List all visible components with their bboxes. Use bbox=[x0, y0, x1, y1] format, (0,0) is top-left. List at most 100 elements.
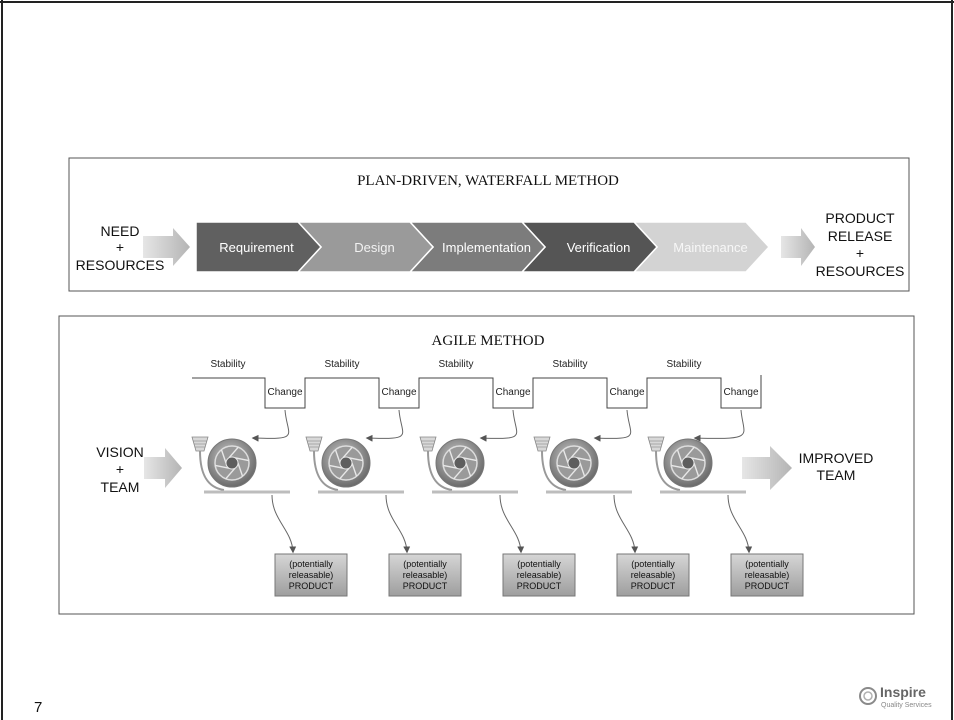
inspire-logo-icon-inner bbox=[863, 691, 873, 701]
cycle-blade bbox=[570, 446, 581, 459]
change-label: Change bbox=[723, 387, 758, 398]
waterfall-step-label: Design bbox=[354, 240, 394, 255]
cycle-blade bbox=[334, 449, 341, 464]
change-arrow bbox=[479, 409, 518, 442]
agile-title: AGILE METHOD bbox=[432, 333, 545, 349]
cycle-hub bbox=[681, 456, 695, 470]
agile-input-arrow bbox=[144, 448, 182, 488]
stability-label: Stability bbox=[552, 359, 587, 370]
product-arrow bbox=[613, 494, 639, 554]
stability-label: Stability bbox=[666, 359, 701, 370]
cycle-blade bbox=[228, 446, 239, 459]
cycle-blade bbox=[351, 462, 358, 477]
feed-tube bbox=[427, 450, 453, 491]
cycle-blade bbox=[342, 446, 353, 459]
product-label-line: PRODUCT bbox=[631, 581, 676, 591]
cycle-blade bbox=[576, 457, 591, 462]
cycle-blade bbox=[348, 457, 363, 462]
cycle-blade bbox=[681, 467, 692, 480]
cycle-blade bbox=[562, 449, 569, 464]
product-label-line: releasable) bbox=[631, 570, 676, 580]
product-label-line: (potentially bbox=[403, 559, 447, 569]
cycle-blade bbox=[557, 464, 572, 469]
cycle-blade bbox=[220, 449, 227, 464]
change-label: Change bbox=[609, 387, 644, 398]
product-box bbox=[388, 553, 462, 597]
cycle-blade bbox=[215, 464, 230, 469]
stability-label: Stability bbox=[324, 359, 359, 370]
agile-output-line-2: TEAM bbox=[817, 467, 856, 483]
product-arrow bbox=[727, 494, 753, 554]
agile-output-arrow bbox=[742, 446, 792, 490]
product-label-line: releasable) bbox=[289, 570, 334, 580]
waterfall-step-label: Implementation bbox=[442, 240, 531, 255]
cycle-blade bbox=[462, 457, 477, 462]
waterfall-step-label: Verification bbox=[567, 240, 631, 255]
agile-input-line-3: TEAM bbox=[101, 479, 140, 495]
waterfall-output-line-4: RESOURCES bbox=[816, 263, 905, 279]
inspire-logo: Inspire Quality Services bbox=[859, 684, 932, 709]
product-label-line: releasable) bbox=[745, 570, 790, 580]
waterfall-output-arrow bbox=[781, 228, 815, 266]
cycle-blade bbox=[456, 446, 467, 459]
product-label-line: PRODUCT bbox=[517, 581, 562, 591]
waterfall-input-line-2: + bbox=[116, 239, 124, 255]
cycle-blade bbox=[684, 446, 695, 459]
product-label-line: (potentially bbox=[745, 559, 789, 569]
cycle-hub bbox=[225, 456, 239, 470]
agile-input: VISION + TEAM bbox=[96, 444, 143, 495]
stability-label: Stability bbox=[438, 359, 473, 370]
cycle-blade bbox=[693, 462, 700, 477]
product-label-line: (potentially bbox=[517, 559, 561, 569]
feed-tube bbox=[655, 450, 681, 491]
product-label-line: releasable) bbox=[403, 570, 448, 580]
cycle-hub bbox=[339, 456, 353, 470]
cycle-blade bbox=[448, 449, 455, 464]
cycle-hub bbox=[453, 456, 467, 470]
change-arrow bbox=[365, 409, 404, 442]
product-arrow bbox=[499, 494, 525, 554]
agile-input-line-1: VISION bbox=[96, 444, 143, 460]
stability-change-line bbox=[192, 375, 762, 409]
product-label-line: PRODUCT bbox=[745, 581, 790, 591]
change-label: Change bbox=[495, 387, 530, 398]
product-arrow bbox=[271, 494, 297, 554]
waterfall-step-label: Requirement bbox=[219, 240, 294, 255]
product-label-line: PRODUCT bbox=[403, 581, 448, 591]
product-arrow bbox=[385, 494, 411, 554]
waterfall-input: NEED + RESOURCES bbox=[76, 223, 165, 273]
cycle-blade bbox=[676, 449, 683, 464]
waterfall-input-line-3: RESOURCES bbox=[76, 257, 165, 273]
cycle-blade bbox=[237, 462, 244, 477]
change-label: Change bbox=[381, 387, 416, 398]
waterfall-output-line-1: PRODUCT bbox=[825, 210, 895, 226]
waterfall-output-line-2: RELEASE bbox=[828, 228, 893, 244]
page-number: 7 bbox=[34, 699, 42, 716]
cycle-blade bbox=[579, 462, 586, 477]
change-label: Change bbox=[267, 387, 302, 398]
cycle-blade bbox=[234, 457, 249, 462]
agile-output: IMPROVED TEAM bbox=[799, 450, 874, 483]
inspire-logo-name: Inspire bbox=[880, 684, 926, 700]
waterfall-step-label: Maintenance bbox=[673, 240, 747, 255]
cycle-blade bbox=[567, 467, 578, 480]
product-label-line: releasable) bbox=[517, 570, 562, 580]
agile-iterations: StabilityChange(potentiallyreleasable)PR… bbox=[191, 359, 804, 597]
product-box bbox=[616, 553, 690, 597]
cycle-blade bbox=[690, 457, 705, 462]
waterfall-title: PLAN-DRIVEN, WATERFALL METHOD bbox=[357, 173, 619, 189]
inspire-logo-tagline: Quality Services bbox=[881, 702, 932, 709]
feed-tube bbox=[313, 450, 339, 491]
product-label-line: PRODUCT bbox=[289, 581, 334, 591]
cycle-blade bbox=[465, 462, 472, 477]
waterfall-steps: Requirement Design Implementation Verificat… bbox=[195, 221, 771, 273]
cycle-blade bbox=[443, 464, 458, 469]
product-box bbox=[730, 553, 804, 597]
change-arrow bbox=[251, 409, 290, 442]
cycle-blade bbox=[329, 464, 344, 469]
agile-output-line-1: IMPROVED bbox=[799, 450, 874, 466]
product-label-line: (potentially bbox=[289, 559, 333, 569]
change-arrow bbox=[593, 409, 632, 442]
